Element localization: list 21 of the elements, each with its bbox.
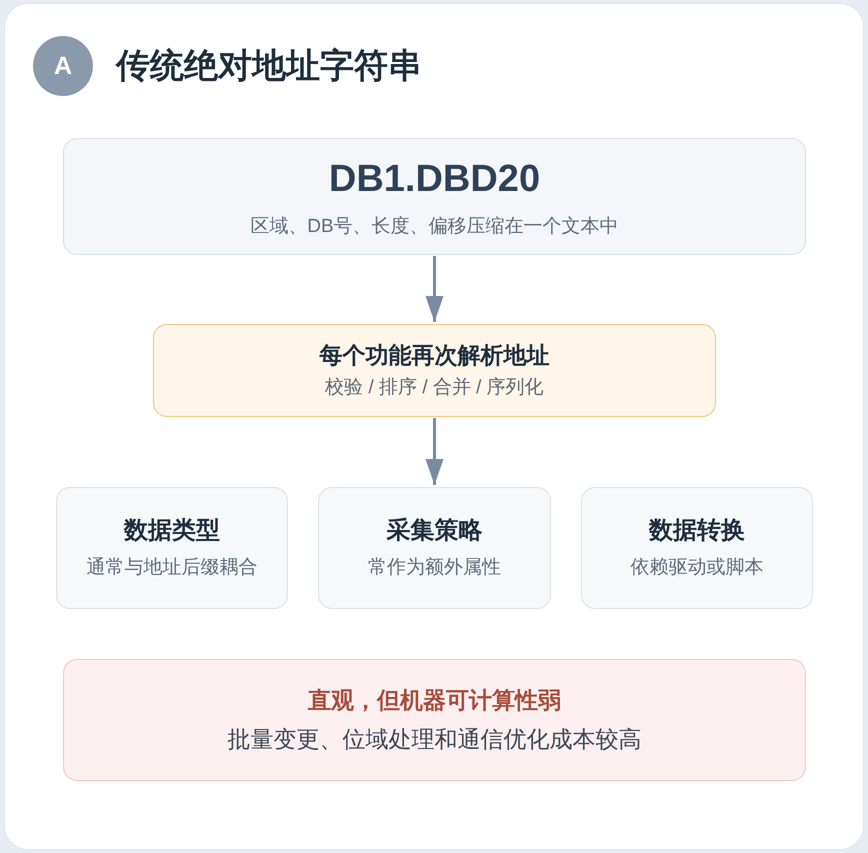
category-box (56, 487, 288, 609)
box-title: 采集策略 (386, 516, 482, 546)
box-text: 校验 / 排序 / 合并 / 序列化 (325, 376, 544, 400)
box-text: 批量变更、位域处理和通信优化成本较高 (228, 725, 642, 754)
process-box (153, 324, 716, 417)
category-box (318, 487, 551, 609)
arrow (426, 256, 444, 322)
box-text: 依赖驱动或脚本 (630, 556, 764, 580)
box-text: 常作为额外属性 (368, 556, 501, 580)
address-box (63, 138, 806, 255)
box-title: 数据类型 (124, 516, 220, 546)
conclusion-box (63, 659, 806, 781)
box-title: DB1.DBD20 (328, 156, 540, 202)
heading: 传统绝对地址字符串 (116, 46, 422, 87)
box-title: 数据转换 (649, 516, 745, 546)
box-title: 每个功能再次解析地址 (320, 341, 550, 370)
box-text: 通常与地址后缀耦合 (86, 556, 258, 580)
category-box (581, 487, 813, 609)
arrow (426, 418, 444, 485)
box-title: 直观，但机器可计算性弱 (308, 686, 561, 715)
box-text: 区域、DB号、长度、偏移压缩在一个文本中 (250, 214, 619, 238)
